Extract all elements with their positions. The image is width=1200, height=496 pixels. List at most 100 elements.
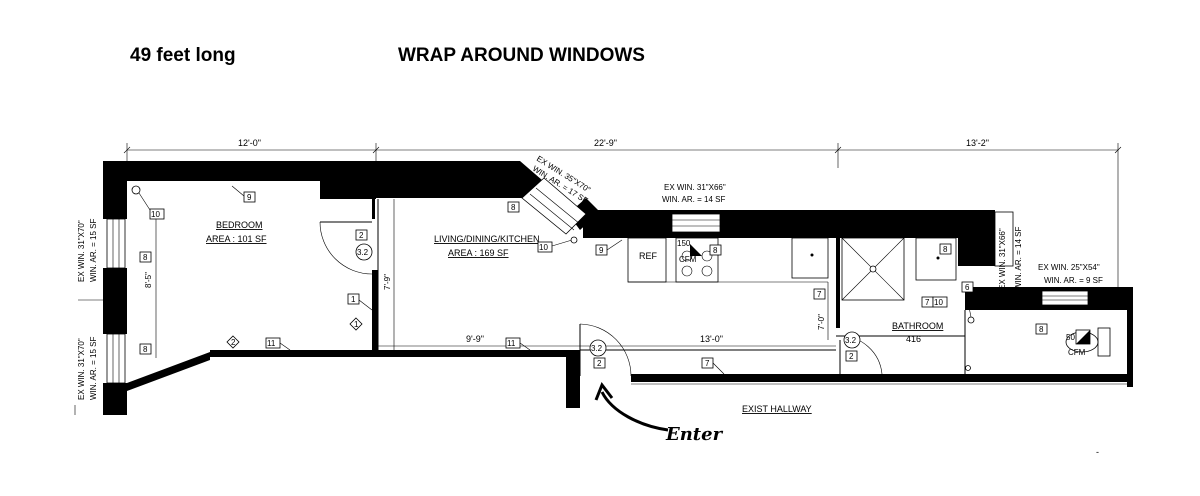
tag-2-diamond: 2 bbox=[226, 335, 240, 349]
tag-9-living: 9 bbox=[595, 239, 623, 256]
tag-7-10-bath: 7 10 bbox=[921, 296, 948, 308]
svg-text:EX WIN. 31"X66": EX WIN. 31"X66" bbox=[998, 228, 1007, 290]
dimension-kitchen-depth: 13'-0" bbox=[700, 334, 723, 344]
exhaust-fan-cfm-value: 50 bbox=[1066, 333, 1075, 342]
entry-arrow-icon bbox=[600, 391, 669, 432]
bathroom-tag: 416 bbox=[906, 334, 921, 344]
tag-10-bedroom: 10 bbox=[131, 185, 165, 220]
svg-text:1: 1 bbox=[354, 320, 359, 329]
range-hood-cfm-value: 150 bbox=[677, 239, 691, 248]
svg-text:8: 8 bbox=[143, 345, 148, 354]
tag-8-bay: 8 bbox=[507, 201, 520, 213]
tag-2-bath: 2 bbox=[845, 350, 858, 362]
tag-10-bay: 10 bbox=[537, 236, 578, 253]
window-bath bbox=[994, 211, 1014, 267]
exhaust-fan-cfm-label: CFM bbox=[1068, 348, 1086, 357]
top-dimension-line bbox=[123, 143, 1122, 290]
svg-text:7: 7 bbox=[705, 359, 710, 368]
bedroom-name: BEDROOM bbox=[216, 220, 263, 230]
tag-1-diamond: 1 bbox=[349, 317, 363, 331]
tag-3-2-bath: 3.2 bbox=[843, 331, 861, 349]
svg-text:8: 8 bbox=[943, 245, 948, 254]
bedroom-door bbox=[319, 221, 373, 275]
living-area: AREA : 169 SF bbox=[448, 248, 509, 258]
svg-text:10: 10 bbox=[151, 210, 160, 219]
dimension-bath-depth: 7'-0" bbox=[817, 314, 826, 330]
svg-text:3.2: 3.2 bbox=[591, 344, 603, 353]
svg-text:WIN. AR. = 15 SF: WIN. AR. = 15 SF bbox=[89, 337, 98, 400]
tag-11-bedroom: 11 bbox=[265, 337, 291, 351]
svg-text:9: 9 bbox=[599, 246, 604, 255]
svg-text:7: 7 bbox=[817, 290, 822, 299]
svg-text:3.2: 3.2 bbox=[845, 336, 857, 345]
refrigerator-label: REF bbox=[639, 251, 658, 261]
interior-dimension-lines bbox=[155, 199, 836, 358]
bathroom-name: BATHROOM bbox=[892, 321, 943, 331]
svg-text:8: 8 bbox=[511, 203, 516, 212]
dimension-closet-depth: 7'-9" bbox=[383, 274, 392, 290]
window-left-bottom bbox=[106, 333, 126, 384]
svg-text:8: 8 bbox=[143, 253, 148, 262]
svg-text:EX WIN. 31"X70": EX WIN. 31"X70" bbox=[77, 338, 86, 400]
enter-label: Enter bbox=[665, 424, 724, 445]
svg-text:WIN. AR. = 15 SF: WIN. AR. = 15 SF bbox=[89, 219, 98, 282]
entry-door bbox=[579, 323, 632, 377]
tag-8-lower-right: 8 bbox=[1035, 323, 1048, 335]
range-hood-cfm-label: CFM bbox=[679, 255, 697, 264]
svg-text:8: 8 bbox=[1039, 325, 1044, 334]
tag-6-bath: 6 bbox=[961, 281, 975, 324]
tag-2-entry: 2 bbox=[593, 357, 606, 369]
svg-text:2: 2 bbox=[359, 231, 364, 240]
exterior-walls bbox=[103, 161, 1133, 415]
window-left-top bbox=[106, 218, 126, 269]
svg-text:3.2: 3.2 bbox=[357, 248, 369, 257]
tag-2-bedroom-door: 2 bbox=[355, 229, 368, 241]
tag-7-bath-wall: 7 bbox=[813, 288, 826, 300]
tag-1-closet: 1 bbox=[347, 293, 373, 311]
svg-text:WIN. AR. = 14 SF: WIN. AR. = 14 SF bbox=[1014, 227, 1023, 290]
shower bbox=[841, 237, 905, 301]
window-lower-right-label-b: WIN. AR. = 9 SF bbox=[1044, 276, 1103, 285]
svg-text:11: 11 bbox=[507, 339, 516, 348]
svg-text:9: 9 bbox=[247, 193, 252, 202]
svg-text:1: 1 bbox=[351, 295, 356, 304]
living-name: LIVING/DINING/KITCHEN bbox=[434, 234, 540, 244]
dimension-bedroom-width: 12'-0" bbox=[238, 138, 261, 148]
tag-8-left-bottom: 8 bbox=[139, 343, 152, 355]
tag-8-left-top: 8 bbox=[139, 251, 152, 263]
svg-text:EX WIN. 31"X70": EX WIN. 31"X70" bbox=[77, 220, 86, 282]
tag-8-bath-sink: 8 bbox=[939, 243, 952, 255]
window-left-bottom-label: EX WIN. 31"X70" WIN. AR. = 15 SF bbox=[77, 337, 98, 400]
svg-text:11: 11 bbox=[267, 339, 276, 348]
svg-text:8: 8 bbox=[713, 246, 718, 255]
dimension-living-width: 22'-9" bbox=[594, 138, 617, 148]
dimension-bath-width: 13'-2" bbox=[966, 138, 989, 148]
window-lower-right-label-a: EX WIN. 25"X54" bbox=[1038, 263, 1100, 272]
svg-text:10: 10 bbox=[934, 298, 943, 307]
svg-text:7: 7 bbox=[925, 298, 930, 307]
svg-text:2: 2 bbox=[597, 359, 602, 368]
svg-text:6: 6 bbox=[965, 283, 970, 292]
kitchen-sink bbox=[791, 237, 829, 279]
tag-3-2-entry: 3.2 bbox=[589, 339, 607, 357]
refrigerator bbox=[627, 237, 667, 283]
window-lower-right bbox=[1041, 290, 1089, 306]
windows-note: WRAP AROUND WINDOWS bbox=[398, 45, 645, 66]
tag-3-2-bedroom-door: 3.2 bbox=[355, 243, 373, 261]
tag-11-living: 11 bbox=[505, 337, 531, 351]
dimension-bedroom-depth: 8'-5" bbox=[144, 272, 153, 288]
window-kitchen-label-a: EX WIN. 31"X66" bbox=[664, 183, 726, 192]
window-kitchen bbox=[671, 213, 721, 233]
svg-text:10: 10 bbox=[539, 243, 548, 252]
tag-9-bedroom: 9 bbox=[231, 185, 256, 203]
svg-text:2: 2 bbox=[849, 352, 854, 361]
bedroom-area: AREA : 101 SF bbox=[206, 234, 267, 244]
bay-window bbox=[521, 177, 587, 235]
window-left-top-label: EX WIN. 31"X70" WIN. AR. = 15 SF bbox=[77, 219, 98, 282]
svg-text:2: 2 bbox=[231, 338, 236, 347]
dimension-living-depth: 9'-9" bbox=[466, 334, 484, 344]
tag-8-kitchen: 8 bbox=[709, 244, 722, 256]
length-note: 49 feet long bbox=[130, 45, 236, 66]
hallway-baseline bbox=[631, 365, 1127, 385]
